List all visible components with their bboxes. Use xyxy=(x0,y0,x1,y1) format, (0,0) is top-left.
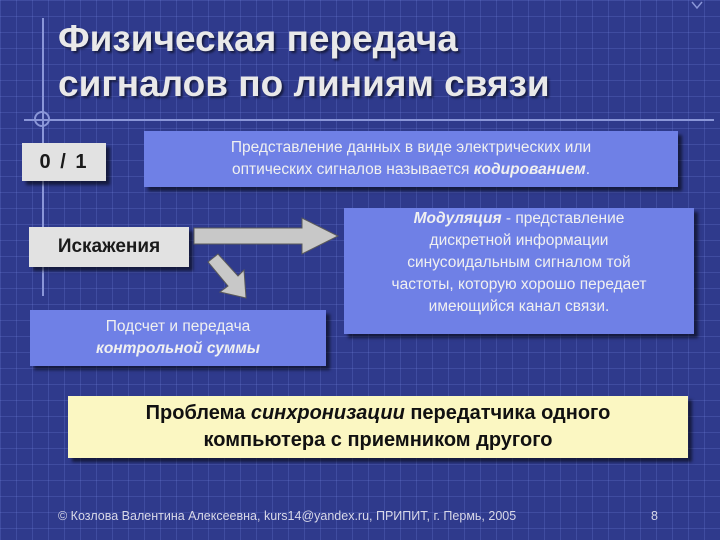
encoding-text: оптических сигналов называется xyxy=(231,161,474,178)
synchronization-problem-box: Проблема синхронизации передатчика одног… xyxy=(68,396,688,458)
modulation-term: Модуляция xyxy=(413,210,502,227)
diagonal-arrow-icon xyxy=(207,253,247,299)
modulation-line-5: имеющийся канал связи. xyxy=(428,298,610,315)
problem-line-2: компьютера с приемником другого xyxy=(203,429,553,451)
slide-title: Физическая передача сигналов по линиям с… xyxy=(58,16,658,106)
modulation-definition-box: Модуляция - представление дискретной инф… xyxy=(344,208,694,334)
problem-term: синхронизации xyxy=(250,402,405,424)
modulation-text: - представление xyxy=(501,210,625,227)
encoding-line-2: оптических сигналов называется кодирован… xyxy=(144,159,678,181)
decorative-horizontal-line xyxy=(24,119,714,121)
decorative-circle xyxy=(34,111,50,127)
checksum-term: контрольной суммы xyxy=(95,340,261,357)
checksum-box: Подсчет и передача контрольной суммы xyxy=(30,310,326,366)
zero-one-box: 0 / 1 xyxy=(22,143,106,181)
corner-arrow-icon xyxy=(691,1,703,10)
problem-line-1: Проблема синхронизации передатчика одног… xyxy=(68,400,688,427)
modulation-line-2: дискретной информации xyxy=(429,232,609,249)
title-line-2: сигналов по линиям связи xyxy=(58,63,550,104)
right-arrow-icon xyxy=(193,217,340,255)
distortion-box: Искажения xyxy=(29,227,189,267)
modulation-line-1: Модуляция - представление xyxy=(344,208,694,230)
encoding-line-1: Представление данных в виде электрически… xyxy=(230,139,592,156)
title-line-1: Физическая передача xyxy=(58,18,458,59)
encoding-definition-box: Представление данных в виде электрически… xyxy=(144,131,678,187)
problem-text-end: передатчика одного xyxy=(404,402,611,424)
checksum-line-1: Подсчет и передача xyxy=(105,318,251,335)
problem-text-start: Проблема xyxy=(145,402,251,424)
modulation-line-3: синусоидальным сигналом той xyxy=(407,254,631,271)
page-number: 8 xyxy=(651,509,658,523)
footer-copyright: © Козлова Валентина Алексеевна, kurs14@y… xyxy=(58,509,517,523)
encoding-term: кодированием xyxy=(473,161,586,178)
encoding-period: . xyxy=(585,161,591,178)
modulation-line-4: частоты, которую хорошо передает xyxy=(391,276,647,293)
